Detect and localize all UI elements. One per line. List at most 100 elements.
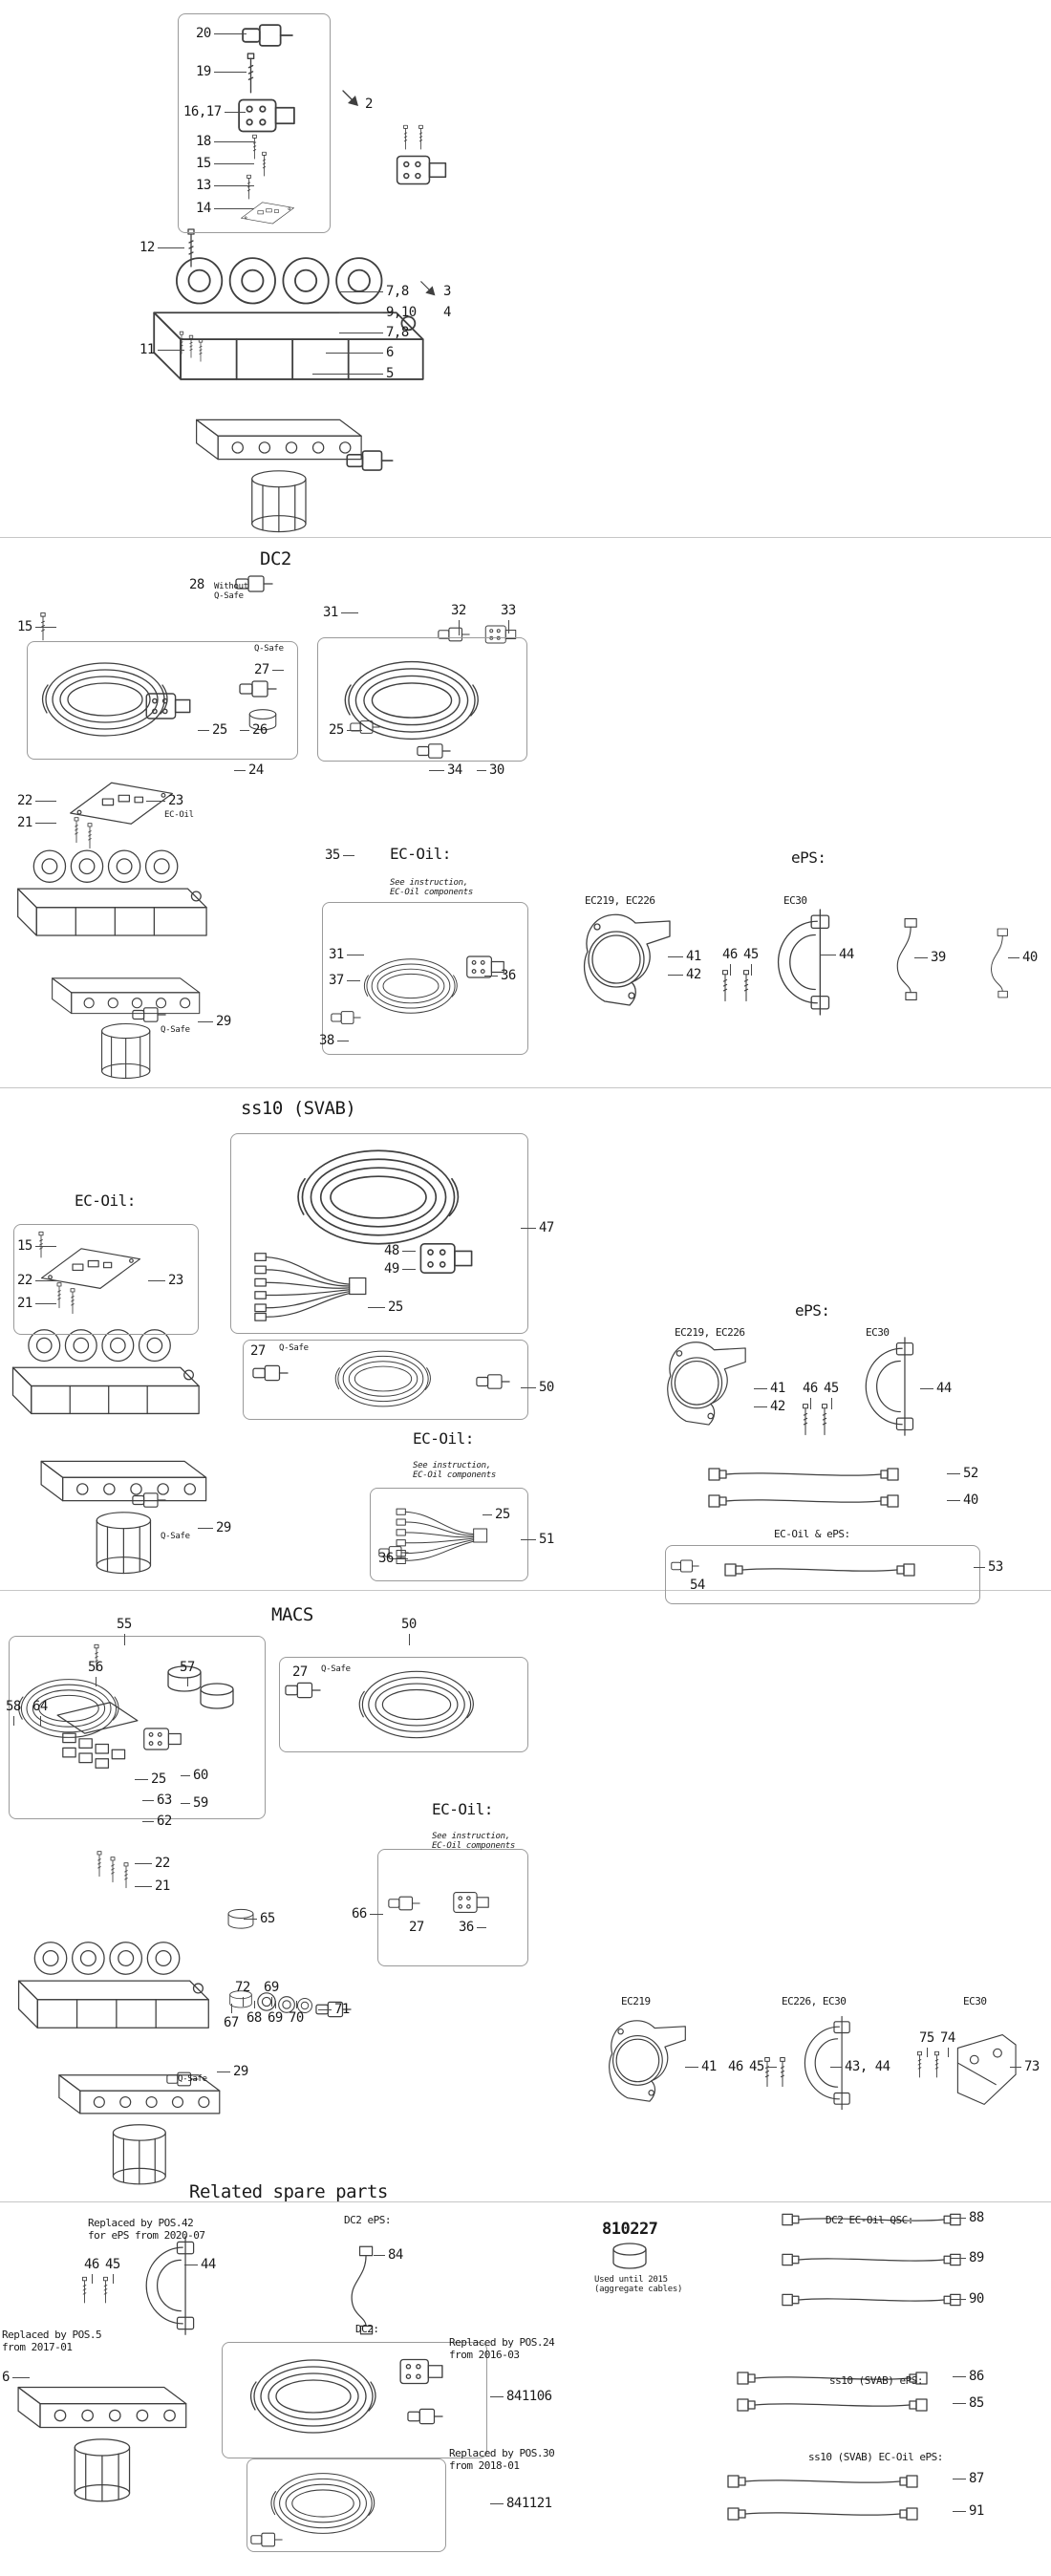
leader-line bbox=[123, 1634, 125, 1646]
leader-line bbox=[947, 1500, 960, 1502]
part-number: 36 bbox=[459, 1920, 486, 1935]
pin-drawing bbox=[110, 1856, 116, 1883]
section-divider bbox=[0, 1087, 1051, 1088]
label-text: 45 bbox=[824, 1381, 839, 1396]
leader-line bbox=[1008, 957, 1019, 959]
leader-line bbox=[668, 975, 683, 977]
part-number: 46 bbox=[803, 1381, 818, 1410]
ring-drawing bbox=[257, 1992, 276, 2011]
label-text: 42 bbox=[770, 1399, 785, 1414]
group-heading: ePS: bbox=[791, 848, 826, 867]
note-text: Without Q-Safe bbox=[214, 582, 248, 602]
part-number: 44 bbox=[821, 947, 854, 962]
part-number: 14 bbox=[196, 201, 254, 216]
label-text: 3 bbox=[443, 284, 451, 299]
label-text: 57 bbox=[180, 1660, 195, 1675]
pin-drawing bbox=[74, 816, 79, 844]
group-heading: EC-Oil: bbox=[413, 1429, 474, 1448]
leader-line bbox=[729, 964, 731, 977]
label-text: 841106 bbox=[506, 2389, 552, 2404]
part-number: 9,10 bbox=[339, 305, 417, 320]
part-number: 5 bbox=[312, 366, 394, 381]
part-number: 53 bbox=[974, 1559, 1003, 1575]
screw-drawing bbox=[803, 1404, 808, 1436]
note-text: Q-Safe bbox=[279, 1343, 309, 1353]
part-number: 57 bbox=[180, 1660, 195, 1687]
leader-line bbox=[198, 730, 209, 732]
leader-line bbox=[135, 1886, 152, 1888]
part-number: 15 bbox=[17, 1238, 56, 1254]
part-number: 73 bbox=[1010, 2059, 1040, 2074]
label-text: 33 bbox=[501, 603, 516, 618]
part-number: 44 bbox=[920, 1381, 952, 1396]
leader-line bbox=[148, 1280, 165, 1282]
note-text: Replaced by POS.5 from 2017-01 bbox=[2, 2329, 102, 2353]
part-number: 25 bbox=[483, 1507, 510, 1522]
part-number: 20 bbox=[196, 26, 247, 41]
leader-line bbox=[685, 2067, 698, 2069]
label-text: 31 bbox=[323, 605, 338, 620]
part-number: 66 bbox=[352, 1906, 383, 1921]
part-number: 87 bbox=[953, 2471, 984, 2486]
label-text: 46 bbox=[84, 2257, 99, 2272]
label-text: 15 bbox=[17, 1238, 32, 1254]
leader-line bbox=[157, 247, 184, 249]
section-title: ss10 (SVAB) bbox=[241, 1098, 356, 1120]
ss10-diagram-box bbox=[243, 1340, 528, 1420]
leader-line bbox=[213, 72, 247, 74]
leader-line bbox=[157, 350, 184, 352]
variant-label: EC30 bbox=[963, 1995, 987, 2008]
part-number: 40 bbox=[1008, 950, 1038, 965]
label-text: MACS bbox=[271, 1604, 313, 1625]
label-text: See instruction, EC-Oil components bbox=[390, 878, 474, 898]
part-number: 21 bbox=[135, 1878, 170, 1894]
part-number: 56 bbox=[88, 1660, 103, 1687]
part-number: 62 bbox=[142, 1814, 172, 1829]
note-text: Used until 2015 (aggregate cables) bbox=[594, 2275, 682, 2295]
leader-line bbox=[135, 1779, 148, 1781]
screw-drawing bbox=[743, 970, 749, 1002]
leader-line bbox=[34, 1280, 56, 1282]
label-text: EC-Oil: bbox=[413, 1429, 474, 1448]
part-number: 4 bbox=[443, 305, 451, 320]
label-text: 21 bbox=[17, 815, 32, 830]
variant-label: EC30 bbox=[783, 894, 807, 908]
part-number: 33 bbox=[501, 603, 516, 634]
part-number: 27 bbox=[292, 1664, 308, 1680]
variant-label: EC219 bbox=[621, 1995, 651, 2008]
variant-label: DC2 ePS: bbox=[344, 2214, 391, 2227]
label-text: 42 bbox=[686, 967, 701, 982]
part-number: 29 bbox=[198, 1520, 231, 1535]
part-number: 63 bbox=[142, 1792, 172, 1808]
part-number: 58 bbox=[6, 1699, 21, 1727]
dc2-diagram-box bbox=[322, 902, 528, 1055]
label-text: 75 bbox=[919, 2030, 934, 2046]
valve-block-drawing bbox=[396, 155, 447, 185]
leader-line bbox=[340, 612, 358, 614]
leader-line bbox=[750, 964, 752, 977]
part-number: 28 bbox=[189, 577, 204, 592]
label-text: 11 bbox=[139, 342, 155, 357]
cable-drawing bbox=[782, 2253, 961, 2266]
leader-line bbox=[429, 770, 444, 772]
part-number: 85 bbox=[953, 2395, 984, 2411]
part-number: 36 bbox=[484, 968, 516, 983]
leader-line bbox=[95, 1677, 97, 1687]
part-number: 25 bbox=[368, 1299, 403, 1315]
part-number: 75 bbox=[919, 2030, 934, 2058]
related-diagram-box bbox=[247, 2458, 446, 2552]
leader-line bbox=[521, 1228, 536, 1230]
label-text: 54 bbox=[690, 1578, 705, 1593]
label-text: DC2 ePS: bbox=[344, 2214, 391, 2226]
leader-line bbox=[830, 1398, 832, 1410]
part-number: 46 bbox=[84, 2257, 99, 2285]
part-number: 31 bbox=[329, 947, 364, 962]
part-number: 21 bbox=[17, 1296, 56, 1311]
part-number: 55 bbox=[117, 1617, 132, 1646]
part-number: 25 bbox=[135, 1771, 166, 1787]
label-text: 46 bbox=[728, 2059, 743, 2074]
part-number: 30 bbox=[477, 762, 504, 778]
leader-line bbox=[951, 2258, 966, 2260]
part-number: 16,17 bbox=[183, 104, 246, 119]
